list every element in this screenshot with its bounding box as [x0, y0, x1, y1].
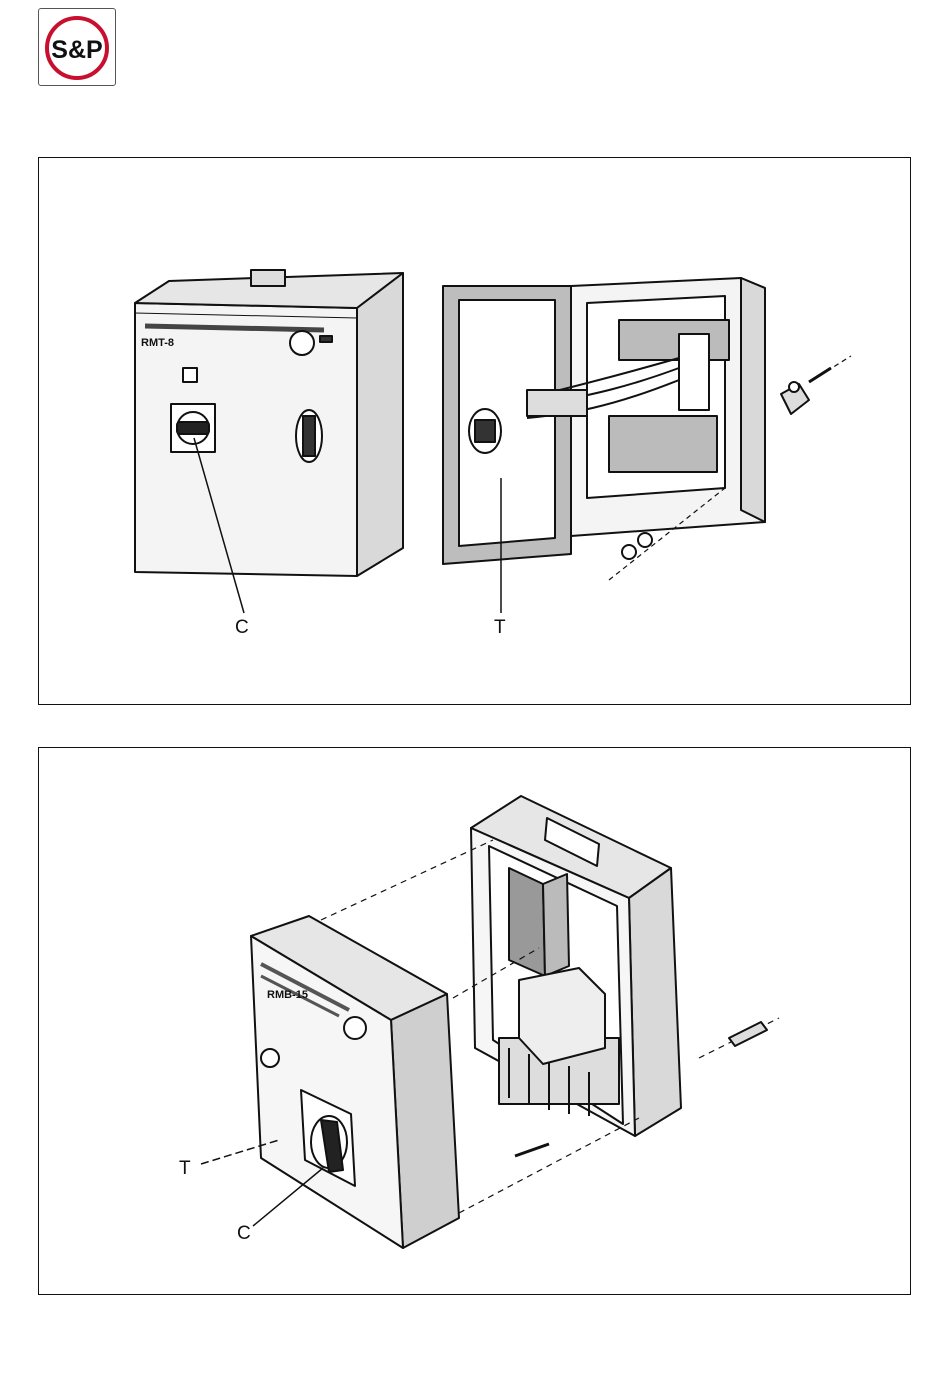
callout-line-c-bottom — [253, 1168, 323, 1226]
rmb-illustration: RMB-15 T C — [39, 748, 910, 1294]
fixing-screw-top — [809, 356, 851, 382]
callout-c-bottom: C — [237, 1223, 251, 1244]
callout-t-top: T — [494, 617, 506, 638]
indicator-lamp — [183, 368, 197, 382]
figure-panel-2: RMB-15 T C — [38, 747, 911, 1295]
transformer-core — [509, 868, 569, 976]
wall-bracket — [781, 382, 809, 414]
logo-mark: S&P — [39, 9, 115, 85]
cover-plate — [251, 916, 459, 1248]
figure-panel-1: RMT-8 C T — [38, 157, 911, 705]
wall-plug — [729, 1022, 767, 1046]
pilot-lamp — [261, 1049, 279, 1067]
rmt-illustration: RMT-8 C T — [39, 158, 910, 704]
callout-c-top: C — [235, 617, 249, 638]
open-door — [443, 286, 571, 564]
logo-text: S&P — [51, 36, 102, 64]
door-handle-closed — [296, 410, 322, 462]
model-label-cover: RMB-15 — [267, 989, 308, 1001]
brand-badge-cover — [344, 1017, 366, 1039]
model-label-closed: RMT-8 — [141, 337, 174, 349]
brand-logo: S&P — [38, 8, 116, 86]
callout-t-bottom: T — [179, 1158, 191, 1179]
rotary-switch-module — [519, 968, 605, 1064]
rotary-knob-closed — [171, 404, 215, 452]
